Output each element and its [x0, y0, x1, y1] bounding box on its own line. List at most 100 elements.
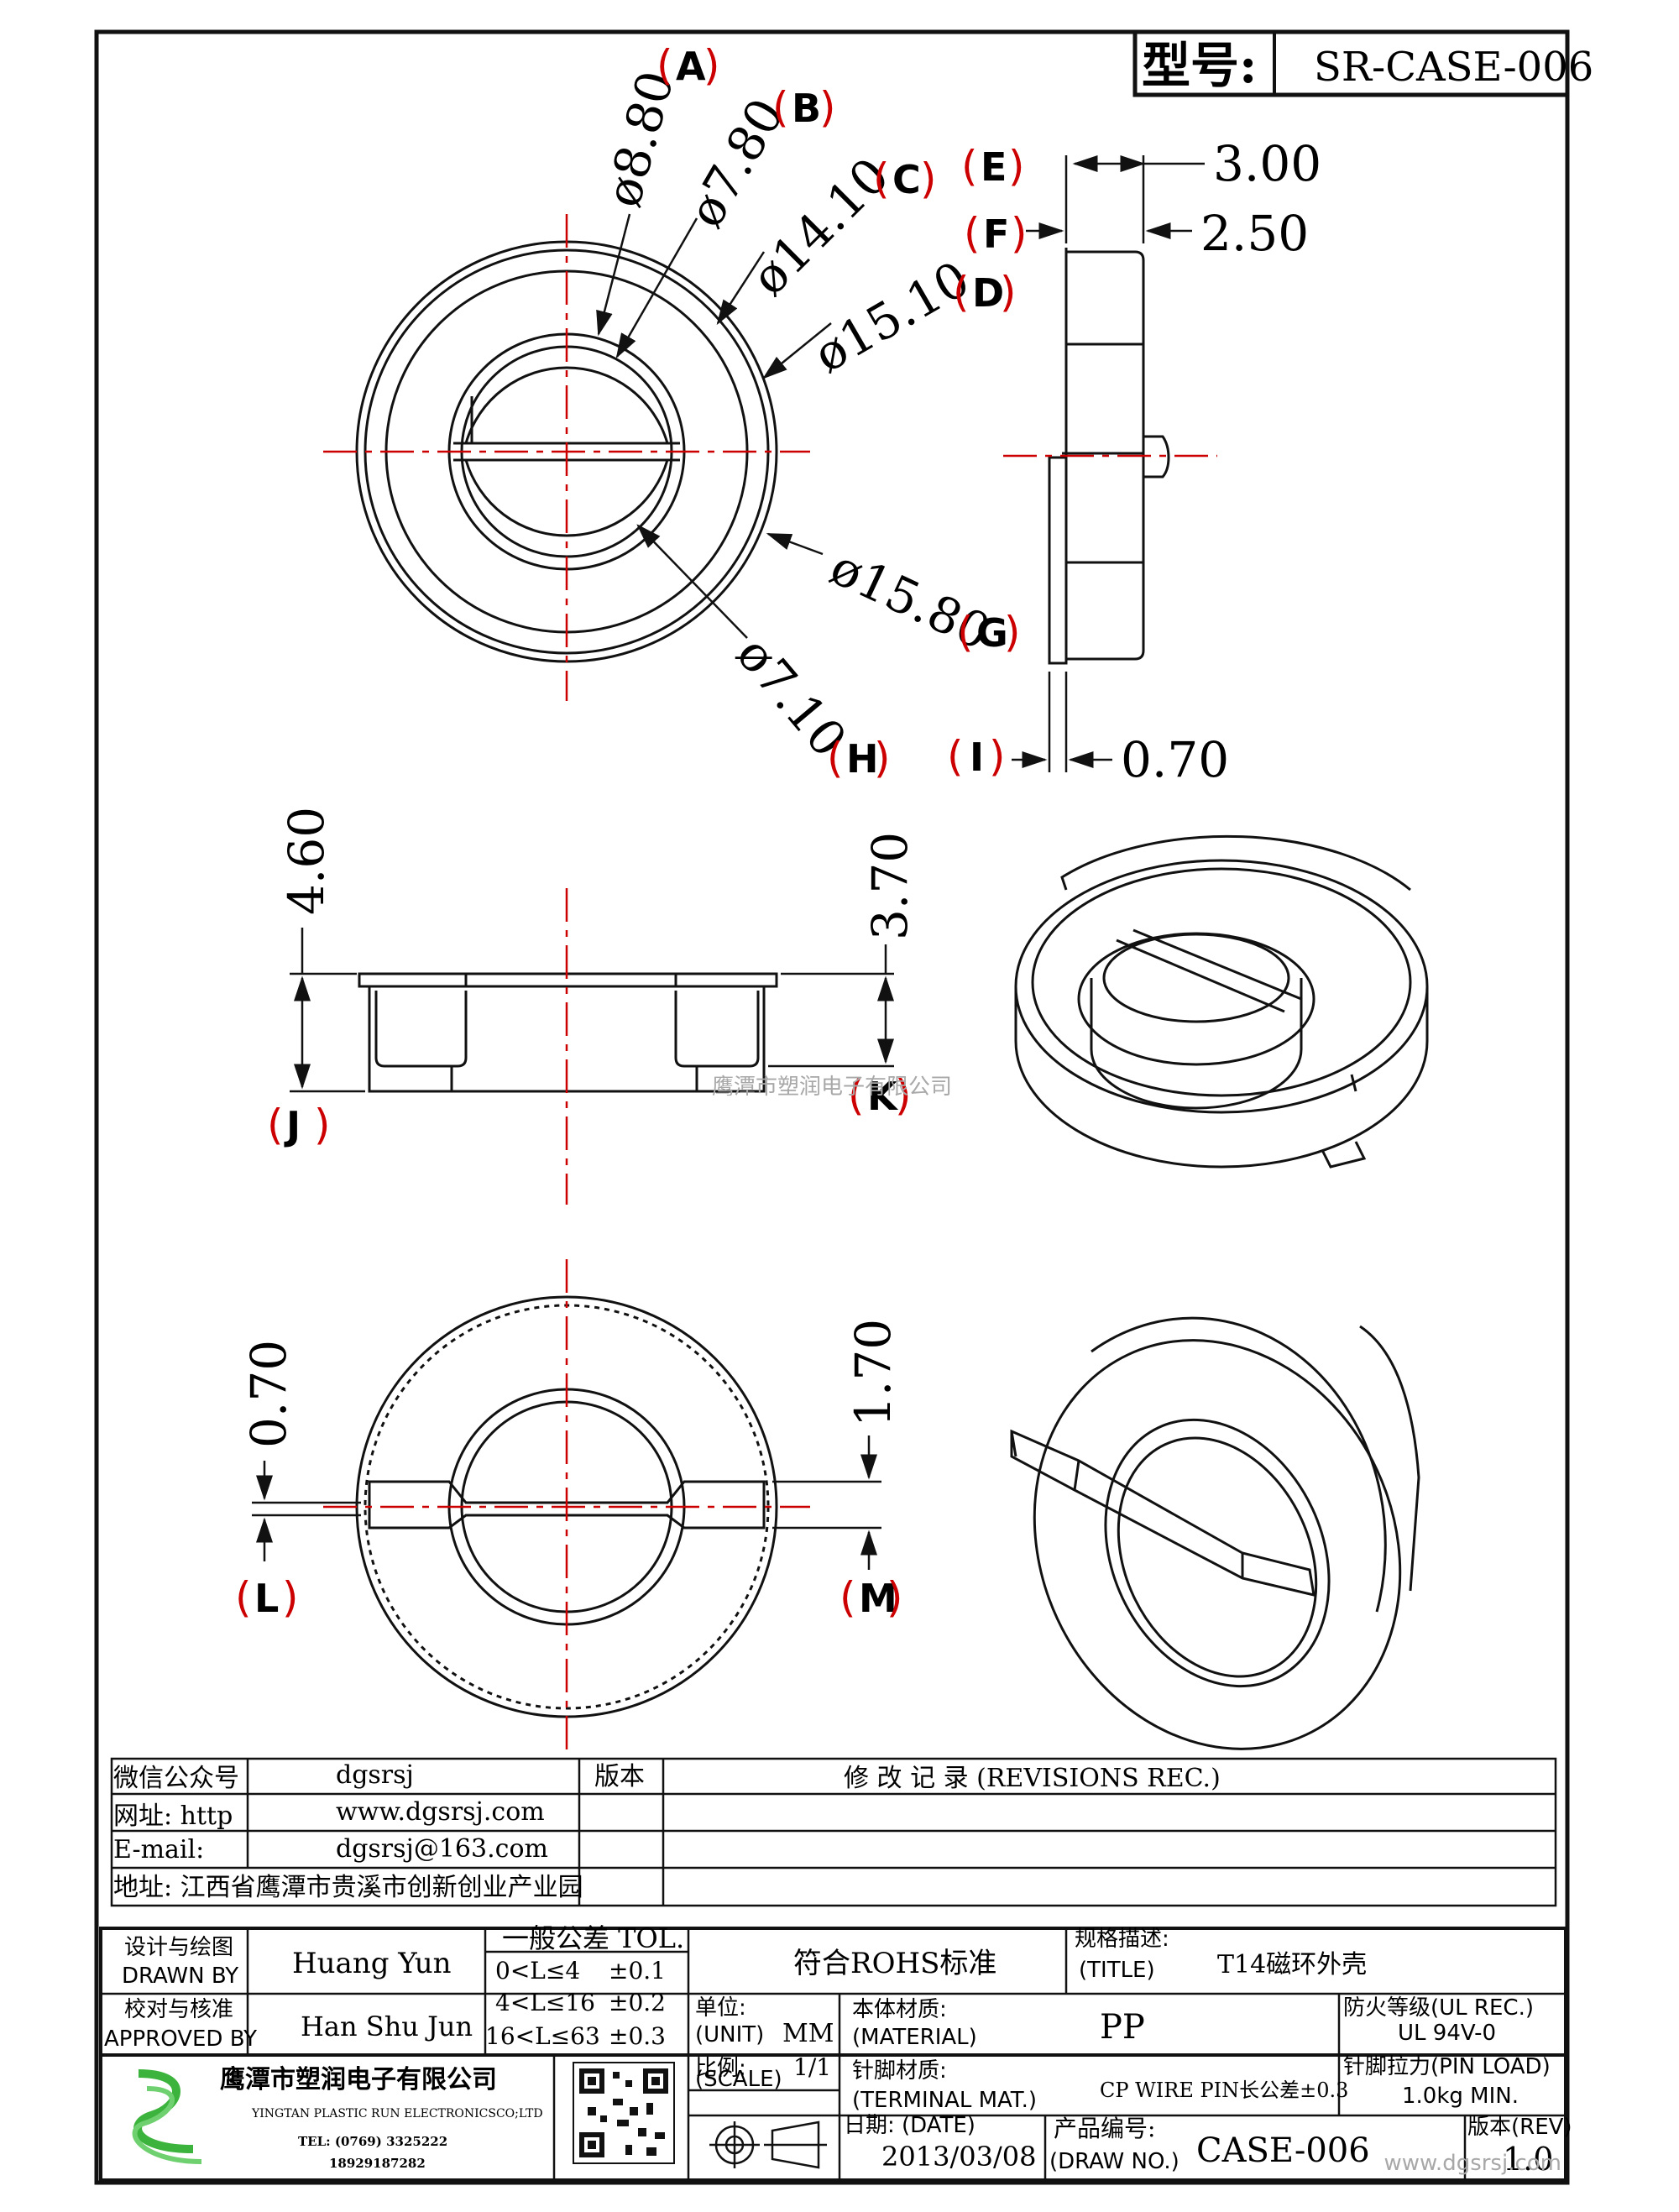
watermark-center: 鹰潭市塑润电子有限公司 [712, 1075, 952, 1100]
label-h: H [846, 736, 879, 782]
tol-range-2: 4<L≤16 [495, 1989, 595, 2016]
email-value: dgsrsj@163.com [336, 1834, 548, 1864]
svg-text:): ) [704, 41, 720, 90]
draw-no-label-cn: 产品编号: [1054, 2115, 1155, 2142]
label-a: A [676, 44, 706, 89]
material-label-cn: 本体材质: [852, 1997, 947, 2022]
bottom-centerlines [323, 1259, 810, 1754]
iso-view-top [1014, 834, 1429, 1169]
svg-text:): ) [895, 1071, 912, 1120]
terminal-value: CP WIRE PIN长公差±0.3 [1100, 2079, 1348, 2102]
email-label: E-mail: [113, 1835, 204, 1864]
rohs-compliance: 符合ROHS标准 [793, 1947, 996, 1980]
svg-text:(: ( [964, 209, 981, 258]
svg-text:(: ( [848, 1071, 865, 1120]
dim-j: 4.60 [278, 807, 335, 915]
svg-text:(: ( [840, 1573, 856, 1622]
title-label-en: (TITLE) [1079, 1958, 1155, 1983]
svg-text:): ) [1004, 608, 1021, 656]
label-e: E [981, 144, 1007, 190]
model-number: SR-CASE-006 [1314, 44, 1593, 91]
dim-k: 3.70 [861, 832, 918, 940]
label-j: J [284, 1103, 301, 1148]
section-dims [290, 928, 894, 1093]
revisions-header: 修 改 记 录 (REVISIONS REC.) [844, 1764, 1221, 1793]
fire-rating-label: 防火等级(UL REC.) [1343, 1995, 1534, 2021]
wechat-value: dgsrsj [336, 1760, 414, 1790]
scale-label-cn: 比例: [695, 2056, 746, 2081]
pin-load-value: 1.0kg MIN. [1402, 2084, 1519, 2109]
side-dims [1012, 155, 1205, 772]
scale-label-en-visible: (SCALE) [695, 2067, 782, 2092]
svg-text:): ) [989, 732, 1006, 781]
scale-value: 1/1 [793, 2053, 831, 2081]
date-value: 2013/03/08 [881, 2141, 1036, 2173]
svg-text:(: ( [827, 734, 844, 782]
tol-value-3: ±0.3 [609, 2022, 666, 2050]
drawn-by-cn: 设计与绘图 [124, 1935, 233, 1960]
svg-text:(: ( [953, 268, 970, 316]
company-name-en: YINGTAN PLASTIC RUN ELECTRONICSCO;LTD [251, 2107, 543, 2120]
svg-text:(: ( [961, 142, 978, 191]
svg-text:(: ( [957, 608, 974, 656]
svg-text:(: ( [772, 83, 789, 132]
company-mobile: 18929187282 [329, 2156, 426, 2171]
label-f: F [983, 212, 1009, 257]
svg-text:): ) [314, 1101, 331, 1149]
svg-text:(: ( [267, 1101, 284, 1149]
unit-label-en: (UNIT) [695, 2022, 764, 2047]
svg-text:): ) [819, 83, 836, 132]
qr-code [573, 2062, 675, 2164]
unit-label-cn: 单位: [695, 1995, 746, 2021]
svg-text:): ) [282, 1573, 299, 1622]
svg-text:): ) [1000, 268, 1017, 316]
svg-text:): ) [1008, 142, 1025, 191]
material-label-en: (MATERIAL) [852, 2025, 977, 2050]
draw-no-value: CASE-006 [1196, 2131, 1370, 2170]
label-g: G [976, 610, 1008, 656]
wechat-label: 微信公众号 [113, 1764, 239, 1793]
svg-text:): ) [920, 154, 937, 203]
model-label: 型号: [1142, 37, 1257, 94]
info-table [110, 1757, 1557, 1907]
label-m: M [859, 1576, 897, 1621]
web-value: www.dgsrsj.com [336, 1797, 545, 1827]
svg-text:): ) [874, 734, 891, 782]
label-k: K [867, 1074, 899, 1119]
section-view [358, 972, 778, 1093]
svg-text:(: ( [947, 732, 964, 781]
dim-f: 2.50 [1200, 205, 1309, 262]
material-value: PP [1100, 2008, 1145, 2047]
date-label: 日期: (DATE) [844, 2113, 975, 2138]
tol-range-1: 0<L≤4 [495, 1957, 580, 1985]
iso-view-bottom [1010, 1316, 1420, 1750]
company-name-cn: 鹰潭市塑润电子有限公司 [220, 2065, 497, 2094]
tol-header: 一般公差 TOL. [502, 1922, 684, 1954]
label-b: B [792, 86, 821, 131]
terminal-label-en: (TERMINAL MAT.) [852, 2088, 1037, 2113]
approved-by-en: APPROVED BY [104, 2026, 257, 2052]
tol-value-2: ±0.2 [609, 1989, 666, 2016]
bottom-dims [252, 1435, 881, 1570]
svg-text:(: ( [656, 41, 673, 90]
company-logo [132, 2069, 202, 2164]
model-box: 型号: SR-CASE-006 [1132, 29, 1593, 97]
company-tel: TEL: (0769) 3325222 [298, 2134, 447, 2149]
label-i: I [970, 735, 984, 780]
projection-symbol [709, 2120, 827, 2169]
svg-text:(: ( [873, 154, 890, 203]
address: 地址: 江西省鹰潭市贵溪市创新创业产业园 [113, 1873, 583, 1902]
fire-rating-value: UL 94V-0 [1398, 2021, 1496, 2046]
dim-m: 1.70 [845, 1319, 902, 1427]
dim-i: 0.70 [1121, 731, 1229, 788]
svg-text:): ) [1011, 209, 1028, 258]
watermark-corner: www.dgsrsj.com [1384, 2151, 1561, 2176]
label-c: C [892, 157, 921, 202]
label-l: L [254, 1576, 279, 1621]
rev-label: 版本(REV) [1467, 2115, 1572, 2140]
terminal-label-cn: 针脚材质: [852, 2058, 947, 2084]
drawn-by-en: DRAWN BY [122, 1964, 238, 1989]
tol-range-3: 16<L≤63 [485, 2022, 600, 2050]
drawing-border [94, 29, 1570, 2185]
part-labels: (A) (B) (C) (D) (E) (F) (G) (H) (I) (J) … [235, 41, 1028, 1622]
